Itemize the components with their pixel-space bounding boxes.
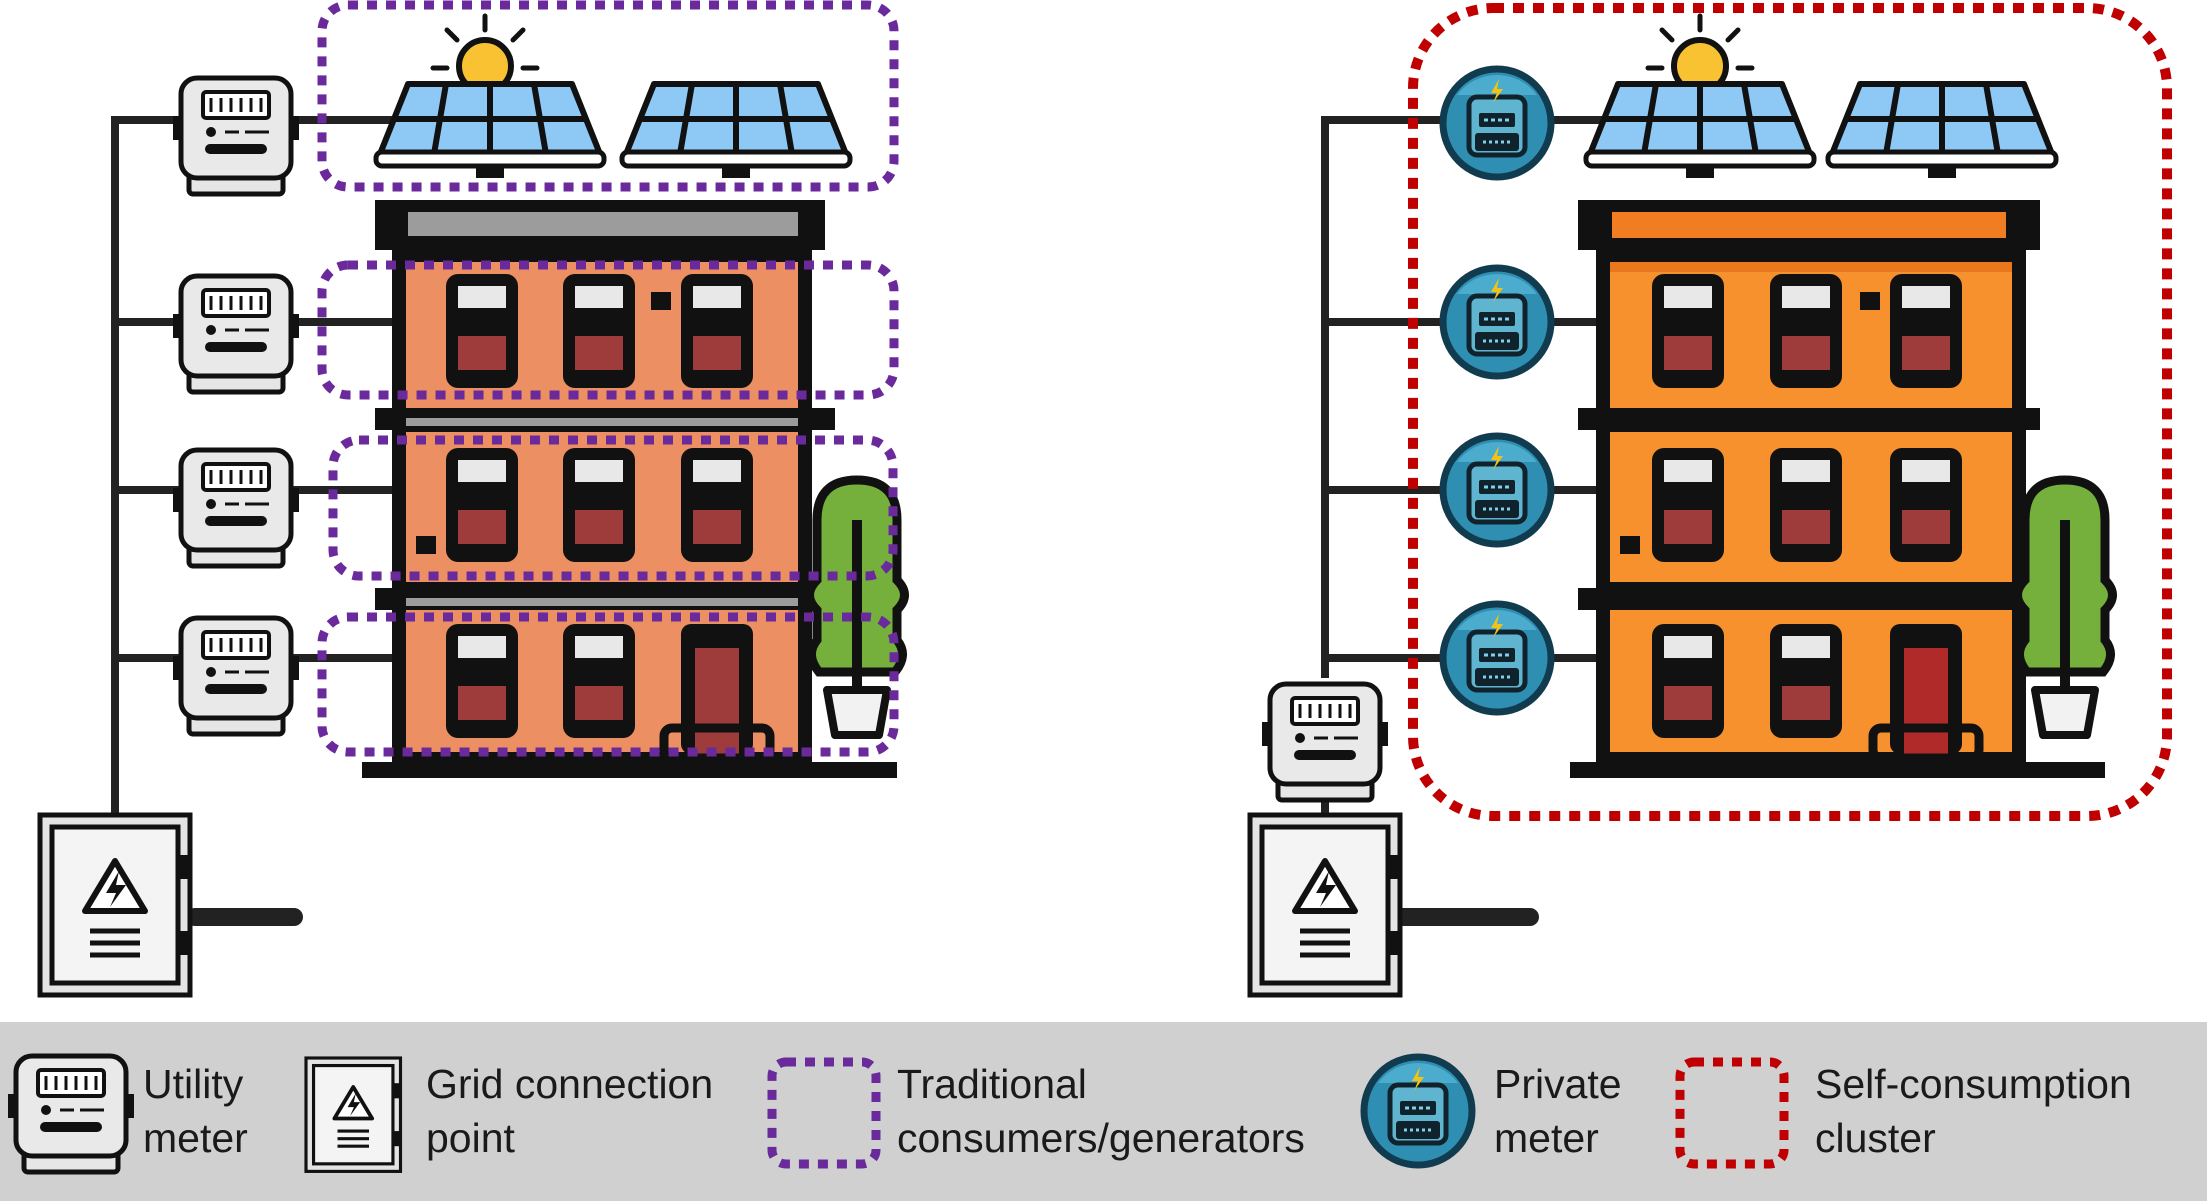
self-consumption-cluster-box [1408, 3, 2172, 821]
private-meter-icon [1443, 69, 1551, 177]
legend-grid-connection-line2: point [426, 1115, 516, 1161]
legend-utility-meter-line1: Utility [143, 1061, 244, 1107]
grid-connection-icon [40, 815, 190, 995]
utility-meter-icon [173, 618, 299, 734]
grid-connection-icon [1250, 815, 1400, 995]
legend-cluster-line1: Self-consumption [1815, 1061, 2132, 1107]
legend-traditional-line1: Traditional [897, 1061, 1087, 1107]
right-sun-icon [1648, 16, 1752, 92]
left-sun-icon [433, 16, 537, 92]
right-building [1570, 200, 2105, 778]
left-solar-panel-icon [622, 84, 850, 178]
private-meter-icon [1443, 268, 1551, 376]
left-solar-panel-icon [376, 84, 604, 178]
legend-private-meter-line2: meter [1494, 1115, 1599, 1161]
legend-cluster-box-icon [1675, 1057, 1789, 1169]
private-meter-icon [1443, 436, 1551, 544]
left-traditional-boxes [317, 0, 899, 757]
private-meter-icon [1443, 604, 1551, 712]
traditional-box-floor-2 [328, 435, 898, 581]
traditional-box-floor-3 [317, 260, 899, 400]
right-solar-panel-icon [1586, 84, 1814, 178]
right-tree-icon [2018, 480, 2113, 735]
utility-meter-icon [173, 276, 299, 392]
right-diagram [1250, 3, 2172, 995]
left-building [362, 200, 897, 778]
utility-meter-icon [173, 78, 299, 194]
right-solar-panel-icon [1828, 84, 2056, 178]
legend-traditional-line2: consumers/generators [897, 1115, 1305, 1161]
utility-meter-icon [173, 450, 299, 566]
legend-private-meter-icon [1364, 1057, 1472, 1165]
legend-utility-meter-line2: meter [143, 1115, 248, 1161]
legend-grid-connection-icon [304, 1056, 403, 1174]
legend-private-meter-line1: Private [1494, 1061, 1622, 1107]
left-diagram [40, 0, 905, 995]
legend-traditional-box-icon [767, 1057, 881, 1169]
legend-cluster-line2: cluster [1815, 1115, 1936, 1161]
utility-meter-icon [1262, 684, 1388, 800]
legend: Utility meter Grid connection point Trad… [0, 1022, 2207, 1201]
traditional-box-rooftop [317, 0, 899, 192]
legend-utility-meter-icon [8, 1056, 134, 1172]
legend-grid-connection-line1: Grid connection [426, 1061, 713, 1107]
